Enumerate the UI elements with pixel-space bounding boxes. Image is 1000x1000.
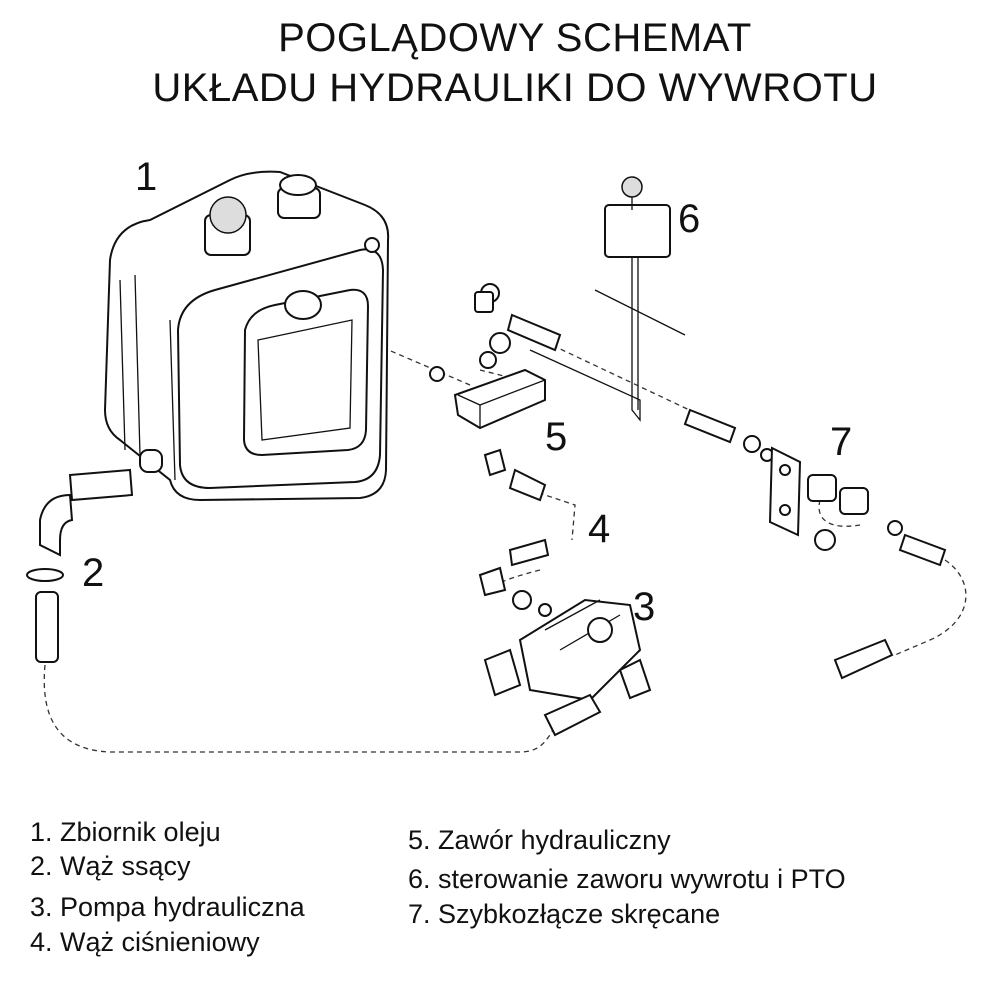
callout-4: 4 bbox=[588, 507, 610, 551]
hydraulic-valve bbox=[429, 283, 562, 502]
diagram-title-line-1: POGLĄDOWY SCHEMAT bbox=[278, 16, 752, 60]
callout-3: 3 bbox=[633, 585, 655, 629]
legend-item-7: 7. Szybkozłącze skręcane bbox=[408, 899, 721, 929]
legend-item-1: 1. Zbiornik oleju bbox=[30, 817, 221, 847]
legend-item-6: 6. sterowanie zaworu wywrotu i PTO bbox=[408, 864, 846, 894]
callout-1: 1 bbox=[135, 155, 157, 199]
diagram-title-line-2: UKŁADU HYDRAULIKI DO WYWROTU bbox=[152, 66, 878, 110]
valve-control-unit bbox=[529, 176, 686, 422]
suction-hose bbox=[26, 468, 134, 663]
callout-7: 7 bbox=[830, 420, 852, 464]
legend-item-2: 2. Wąż ssący bbox=[30, 851, 191, 881]
quick-coupling bbox=[768, 446, 947, 680]
callout-2: 2 bbox=[82, 551, 104, 595]
callout-6: 6 bbox=[678, 197, 700, 241]
legend-item-3: 3. Pompa hydrauliczna bbox=[30, 892, 305, 922]
legend-item-4: 4. Wąż ciśnieniowy bbox=[30, 927, 260, 957]
pressure-hoses bbox=[478, 408, 774, 617]
hydraulic-pump bbox=[483, 598, 652, 737]
callout-5: 5 bbox=[545, 415, 567, 459]
oil-tank bbox=[103, 170, 390, 502]
legend-item-5: 5. Zawór hydrauliczny bbox=[408, 825, 671, 855]
